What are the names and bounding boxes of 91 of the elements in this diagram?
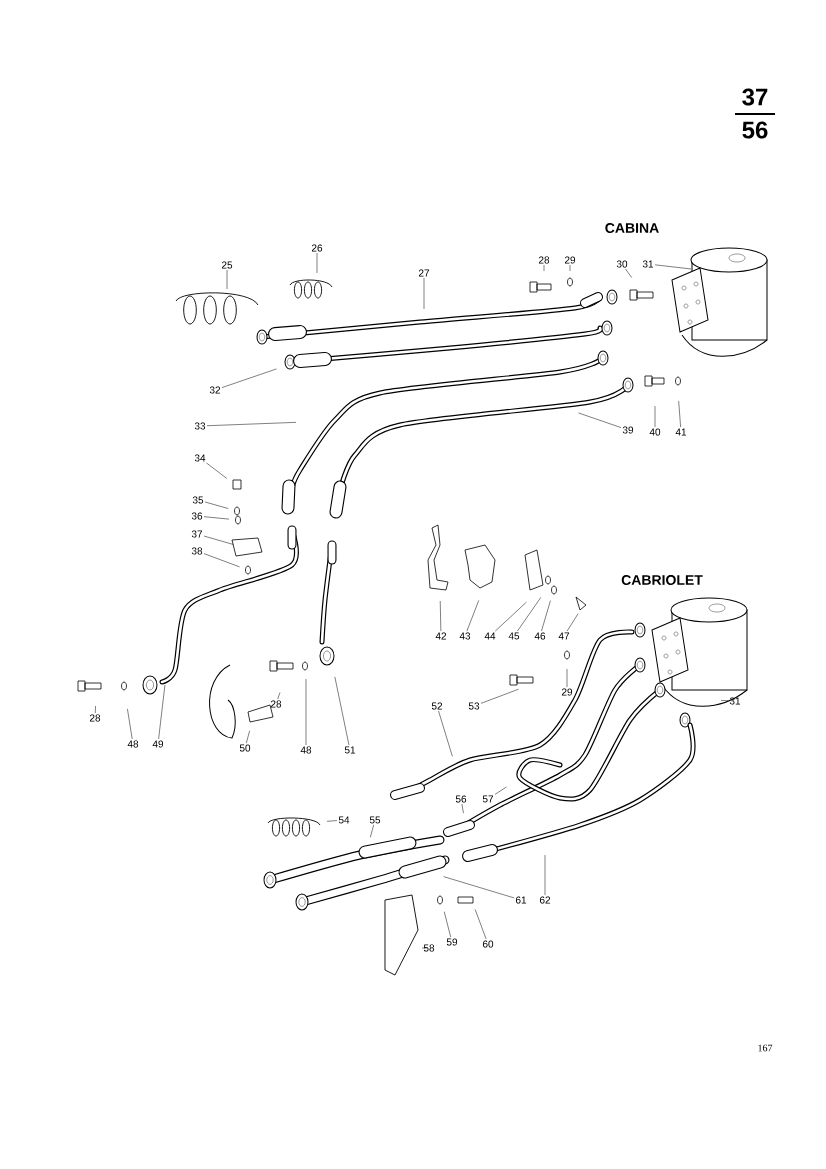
callout-number: 32 <box>209 386 221 394</box>
leader-line <box>203 516 230 520</box>
callout-number: 41 <box>675 428 687 436</box>
leader-line <box>443 876 515 899</box>
page-code: 37 <box>742 88 768 106</box>
leader-line <box>566 613 579 632</box>
section-heading: CABINA <box>605 223 659 233</box>
callout-number: 54 <box>338 816 350 824</box>
callout-number: 35 <box>192 496 204 504</box>
leader-line <box>678 400 681 428</box>
leader-line <box>305 678 307 746</box>
callout-number: 59 <box>446 938 458 946</box>
leader-line <box>203 553 240 568</box>
page-code: 56 <box>742 121 768 139</box>
callout-number: 36 <box>191 512 203 520</box>
callout-number: 48 <box>300 746 312 754</box>
callout-number: 49 <box>152 740 164 748</box>
leader-line <box>334 676 350 746</box>
page-number: 167 <box>758 1044 773 1052</box>
callout-number: 31 <box>729 697 741 705</box>
leader-line <box>569 264 571 272</box>
callout-number: 28 <box>270 700 282 708</box>
leader-line <box>95 705 96 714</box>
callout-number: 26 <box>311 244 323 252</box>
callout-number: 61 <box>515 896 527 904</box>
callout-number: 28 <box>89 714 101 722</box>
callout-number: 62 <box>539 896 551 904</box>
callout-number: 30 <box>616 260 628 268</box>
callout-number: 43 <box>459 632 471 640</box>
callout-number: 25 <box>221 261 233 269</box>
leader-line <box>158 684 166 740</box>
leader-line <box>203 535 234 545</box>
leader-line <box>517 597 542 632</box>
callout-number: 55 <box>369 816 381 824</box>
leader-line <box>326 820 338 822</box>
leader-line <box>221 368 277 388</box>
callout-number: 34 <box>194 454 206 462</box>
callout-number: 27 <box>418 269 430 277</box>
leader-line <box>461 803 464 814</box>
callout-number: 29 <box>561 688 573 696</box>
leader-line <box>654 264 692 270</box>
leader-line <box>370 824 374 838</box>
callout-number: 57 <box>482 795 494 803</box>
leader-line <box>474 909 487 940</box>
leader-line <box>206 422 297 426</box>
leader-line <box>246 730 250 744</box>
leader-line <box>444 911 451 938</box>
leader-line <box>720 700 729 701</box>
leader-line <box>423 277 425 310</box>
callout-number: 47 <box>558 632 570 640</box>
leader-line <box>566 668 568 688</box>
callout-number: 46 <box>534 632 546 640</box>
callout-number: 52 <box>431 702 443 710</box>
leader-line <box>544 854 546 896</box>
callout-number: 29 <box>564 256 576 264</box>
callout-number: 60 <box>482 940 494 948</box>
leader-line <box>127 708 133 740</box>
callout-number: 53 <box>468 702 480 710</box>
callout-number: 31 <box>642 260 654 268</box>
callout-number: 39 <box>622 426 634 434</box>
callout-number: 44 <box>484 632 496 640</box>
callout-number: 45 <box>508 632 520 640</box>
leader-line <box>494 786 507 795</box>
leader-line <box>277 692 281 700</box>
leader-line <box>438 710 453 757</box>
section-heading: CABRIOLET <box>621 575 703 585</box>
leader-line <box>204 501 229 509</box>
callout-number: 51 <box>344 746 356 754</box>
leader-line <box>316 252 318 274</box>
leader-line <box>480 688 519 704</box>
callout-number: 37 <box>191 530 203 538</box>
callout-number: 33 <box>194 422 206 430</box>
callout-number: 48 <box>127 740 139 748</box>
leader-line <box>654 405 656 428</box>
callout-number: 50 <box>239 744 251 752</box>
leader-line <box>494 601 527 632</box>
leader-line <box>625 268 632 278</box>
leader-line <box>466 600 479 632</box>
leader-line <box>421 947 428 949</box>
leader-line <box>543 264 545 272</box>
callout-number: 42 <box>435 632 447 640</box>
callout-number: 28 <box>538 256 550 264</box>
leader-line <box>578 412 622 428</box>
callout-number: 38 <box>191 547 203 555</box>
leader-line <box>439 600 442 632</box>
leader-line <box>541 600 551 632</box>
callout-number: 40 <box>649 428 661 436</box>
callout-number: 58 <box>423 944 435 952</box>
leader-line <box>226 269 228 290</box>
leader-line <box>206 462 228 479</box>
callout-number: 56 <box>455 795 467 803</box>
